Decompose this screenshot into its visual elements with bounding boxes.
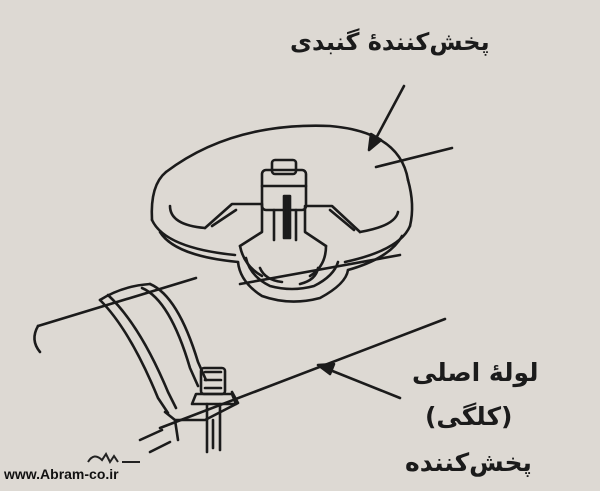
main-pipe-label-line2: (کلگی)	[425, 402, 513, 431]
dome-distributor-label: پخش‌کنندهٔ گنبدی	[290, 28, 490, 56]
dome-distributor	[150, 124, 414, 303]
stand-leg	[138, 428, 172, 454]
pipe-clamp	[98, 282, 240, 442]
pipe-leader-arrow	[316, 362, 402, 400]
watermark-url: www.Abram-co.ir	[4, 466, 119, 482]
main-pipe	[33, 253, 447, 430]
main-pipe-label-line3: پخش‌کننده	[405, 448, 532, 477]
clamp-bolt	[190, 366, 238, 454]
abram-logo	[87, 452, 140, 464]
main-pipe-label-line1: لولهٔ اصلی	[412, 358, 539, 387]
dome-leader-arrow	[367, 84, 454, 169]
